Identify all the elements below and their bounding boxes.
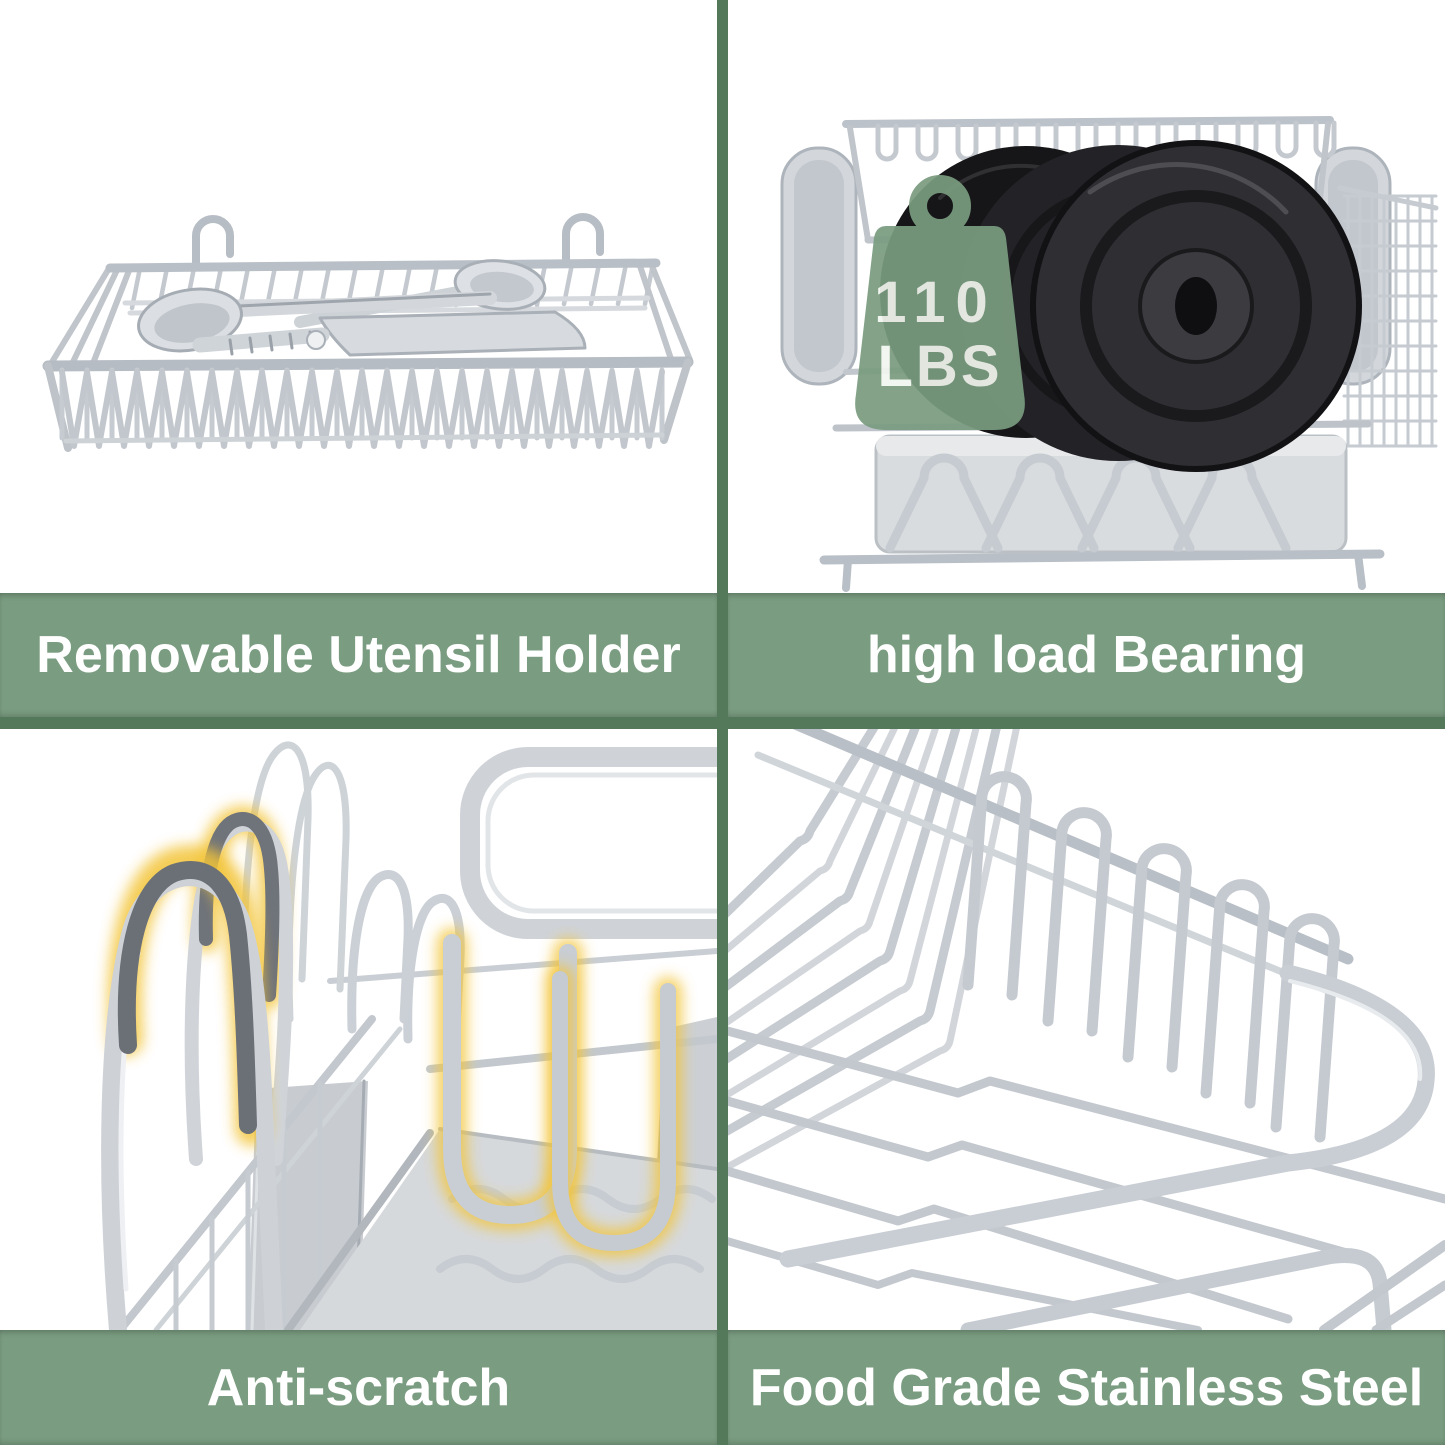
- caption-text: Removable Utensil Holder: [36, 626, 681, 684]
- caption-text: Food Grade Stainless Steel: [749, 1358, 1424, 1417]
- basket-zigzag-wire: [59, 369, 665, 449]
- hanger-hook-icon: [562, 213, 604, 268]
- lower-basket-edge: [116, 1015, 403, 1330]
- caption-text: high load Bearing: [866, 626, 1307, 684]
- utensil-holder-photo: [0, 0, 717, 593]
- rack-frame-handle: [460, 747, 717, 939]
- weight-icon: 110 LBS: [855, 175, 1025, 430]
- caption-text: Anti-scratch: [206, 1358, 511, 1417]
- horizontal-divider: [0, 717, 1445, 729]
- anti-scratch-photo: [0, 729, 717, 1330]
- load-bearing-illustration: 110 LBS: [780, 116, 1439, 592]
- caption-removable-utensil-holder: Removable Utensil Holder: [0, 593, 717, 717]
- rack-legs: [842, 550, 1366, 592]
- anti-scratch-illustration: [101, 741, 717, 1330]
- badge-value: 110: [874, 270, 998, 335]
- caption-anti-scratch: Anti-scratch: [0, 1330, 717, 1445]
- basket-back-rim: [105, 258, 661, 273]
- cup-holder-wire: [885, 453, 1291, 553]
- rack-bottom-rail: [819, 549, 1385, 565]
- rubber-tip-hook-large: [101, 845, 283, 1330]
- load-bearing-photo: 110 LBS: [728, 0, 1445, 593]
- top-rail: [754, 729, 1354, 995]
- caption-high-load-bearing: high load Bearing: [728, 593, 1445, 717]
- basket-bottom-rail: [63, 432, 665, 444]
- badge-unit: LBS: [878, 334, 1003, 399]
- caption-food-grade-stainless-steel: Food Grade Stainless Steel: [728, 1330, 1445, 1445]
- nested-divider-wires: [728, 729, 1020, 1171]
- corner-frame: [779, 964, 1445, 1330]
- utensil-holder-illustration: [42, 213, 694, 452]
- cutlery: [137, 259, 587, 357]
- basket-corners: [44, 358, 692, 452]
- basket-side-wires: [49, 263, 693, 369]
- stainless-steel-photo: [728, 729, 1445, 1330]
- basket-front-wires: [59, 367, 665, 441]
- highlighted-u-hooks: [437, 928, 682, 1257]
- mid-wire-hooks: [347, 870, 465, 1044]
- rear-rail: [327, 948, 717, 984]
- upright-tines: [968, 777, 1334, 1137]
- hanger-hook-icon: [192, 215, 234, 270]
- basket-front-rim: [42, 356, 694, 372]
- stainless-steel-illustration: [728, 729, 1445, 1330]
